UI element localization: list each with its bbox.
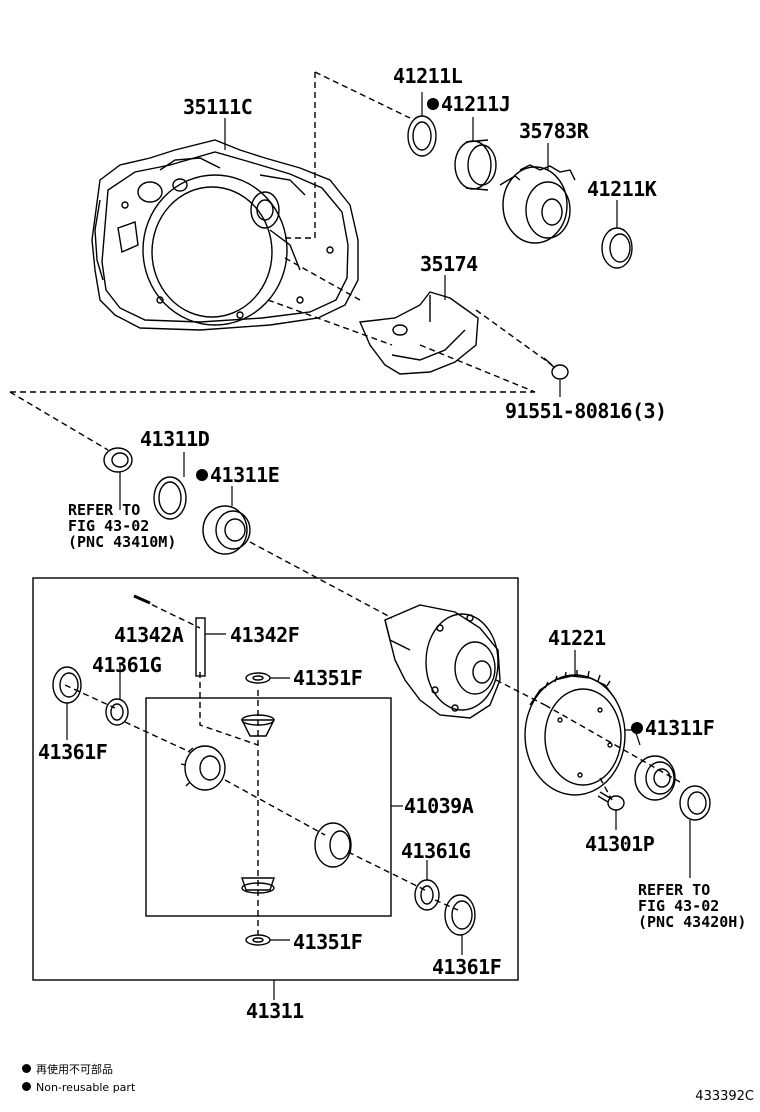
bolt-91551-80816 bbox=[543, 357, 569, 380]
label-41351F-top: 41351F bbox=[293, 666, 363, 690]
leader-dash-lines bbox=[9, 71, 681, 935]
non-reusable-dot-icon bbox=[427, 98, 439, 110]
label-41211K: 41211K bbox=[587, 177, 657, 201]
label-41211J-row: 41211J bbox=[427, 92, 511, 116]
label-41361G-bottom: 41361G bbox=[401, 839, 471, 863]
bearing-41311F bbox=[634, 755, 676, 801]
oil-deflector-35174 bbox=[358, 291, 479, 375]
non-reusable-dot-icon bbox=[22, 1082, 31, 1091]
bearing-race-41311D bbox=[153, 476, 187, 520]
reference-left-line2: FIG 43-02 bbox=[68, 517, 150, 535]
bearing-race-41211L bbox=[407, 115, 437, 157]
label-41311: 41311 bbox=[246, 999, 304, 1023]
non-reusable-dot-icon bbox=[196, 469, 208, 481]
label-35174: 35174 bbox=[420, 252, 478, 276]
reference-left: REFER TO FIG 43-02 (PNC 43410M) bbox=[68, 502, 176, 550]
label-41211L: 41211L bbox=[393, 64, 463, 88]
label-41311F: 41311F bbox=[645, 716, 715, 740]
leader-solid-lines bbox=[66, 92, 691, 1000]
washer-41361G-top bbox=[105, 698, 129, 726]
side-gear-left bbox=[180, 745, 226, 791]
kit-box-41311 bbox=[32, 577, 519, 981]
label-41361G-top: 41361G bbox=[92, 653, 162, 677]
pinion-gear-top bbox=[240, 714, 276, 737]
reference-left-line3: (PNC 43410M) bbox=[68, 533, 177, 551]
pinion-gear-bottom bbox=[241, 877, 275, 894]
legend-japanese-text: 再使用不可部品 bbox=[36, 1063, 113, 1076]
non-reusable-dot-icon bbox=[22, 1064, 31, 1073]
label-41039A: 41039A bbox=[404, 794, 474, 818]
oil-seal-refer-43410M bbox=[103, 447, 133, 473]
differential-case-drawing bbox=[384, 604, 501, 719]
washer-41351F-top bbox=[245, 672, 271, 684]
legend-english: Non-reusable part bbox=[22, 1081, 135, 1095]
bearing-race-41211K bbox=[601, 227, 633, 269]
bearing-41211J bbox=[454, 139, 497, 191]
legend-english-text: Non-reusable part bbox=[36, 1081, 136, 1094]
oil-seal-refer-43420H bbox=[679, 785, 711, 821]
drive-gear-35783R bbox=[499, 164, 576, 244]
side-gear-right bbox=[314, 822, 352, 868]
label-41211J: 41211J bbox=[441, 92, 511, 116]
label-41361F-left: 41361F bbox=[38, 740, 108, 764]
ring-gear-41221 bbox=[524, 670, 626, 796]
label-41311E: 41311E bbox=[210, 463, 280, 487]
label-91551-80816: 91551-80816(3) bbox=[505, 399, 667, 423]
label-41342A: 41342A bbox=[114, 623, 184, 647]
transaxle-housing-drawing bbox=[91, 139, 359, 331]
pinion-shaft-41342F bbox=[195, 617, 206, 677]
label-41311F-row: 41311F bbox=[631, 716, 715, 740]
bearing-41311E bbox=[202, 505, 251, 555]
figure-id: 433392C bbox=[695, 1089, 754, 1104]
legend-japanese: 再使用不可部品 bbox=[22, 1063, 113, 1077]
label-41361F-bottom: 41361F bbox=[432, 955, 502, 979]
washer-41361F-left bbox=[52, 666, 82, 704]
kit-box-41039A bbox=[145, 697, 392, 917]
washer-41351F-bottom bbox=[245, 934, 271, 946]
reference-right-line2: FIG 43-02 bbox=[638, 897, 720, 915]
label-41311E-row: 41311E bbox=[196, 463, 280, 487]
label-41342F: 41342F bbox=[230, 623, 300, 647]
reference-right-line1: REFER TO bbox=[638, 881, 711, 899]
label-35783R: 35783R bbox=[519, 119, 589, 143]
reference-right: REFER TO FIG 43-02 (PNC 43420H) bbox=[638, 882, 746, 930]
non-reusable-dot-icon bbox=[631, 722, 643, 734]
reference-left-line1: REFER TO bbox=[68, 501, 141, 519]
reference-right-line3: (PNC 43420H) bbox=[638, 913, 747, 931]
label-41301P: 41301P bbox=[585, 832, 655, 856]
label-41351F-bottom: 41351F bbox=[293, 930, 363, 954]
washer-41361F-bottom bbox=[444, 894, 476, 936]
washer-41361G-bottom bbox=[414, 879, 440, 911]
bolt-41301P bbox=[597, 791, 625, 811]
label-41221: 41221 bbox=[548, 626, 606, 650]
label-35111C: 35111C bbox=[183, 95, 253, 119]
label-41311D: 41311D bbox=[140, 427, 210, 451]
